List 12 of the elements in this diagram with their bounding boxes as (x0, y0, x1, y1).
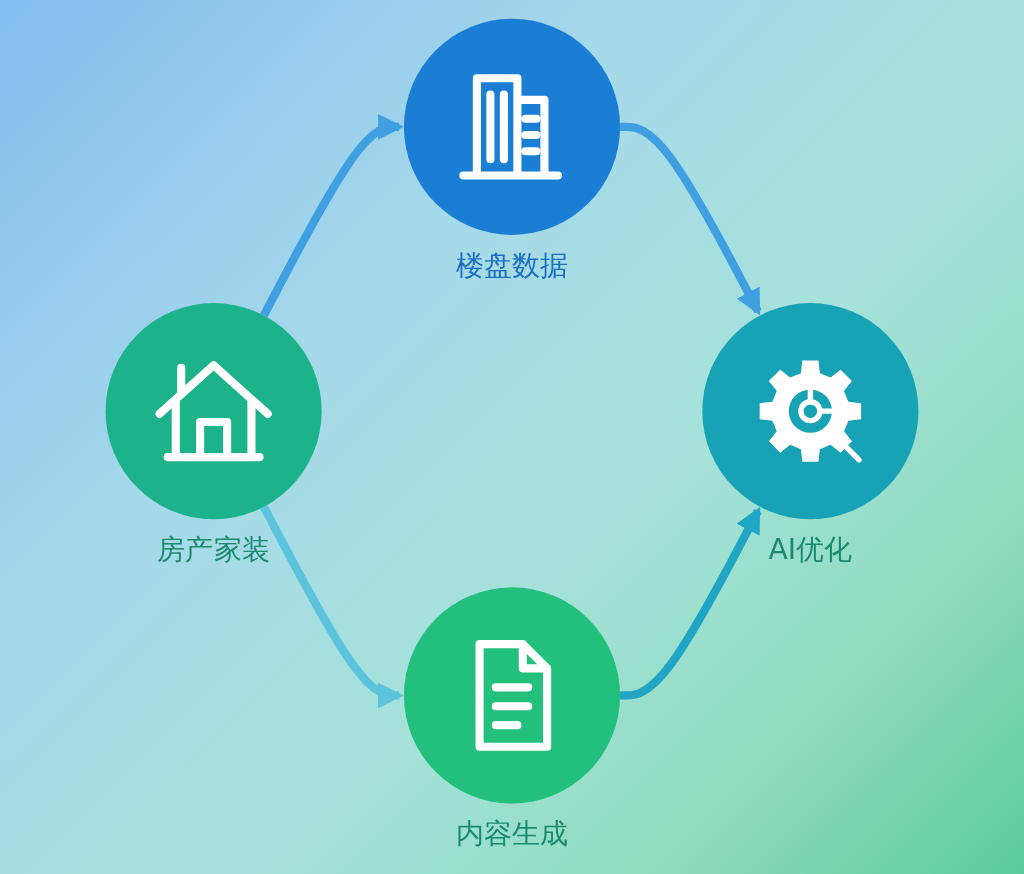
node-label: 内容生成 (454, 816, 570, 853)
node-circle (105, 303, 322, 520)
node-circle (403, 18, 621, 235)
arrow (260, 504, 404, 709)
arrow (620, 506, 762, 700)
node-label: AI优化 (767, 532, 854, 569)
node-label: 楼盘数据 (454, 248, 570, 284)
arrow (620, 122, 762, 316)
arrow (260, 113, 404, 318)
node-circle (403, 587, 621, 804)
node-circle (702, 303, 919, 520)
node-label: 房产家装 (156, 532, 271, 569)
